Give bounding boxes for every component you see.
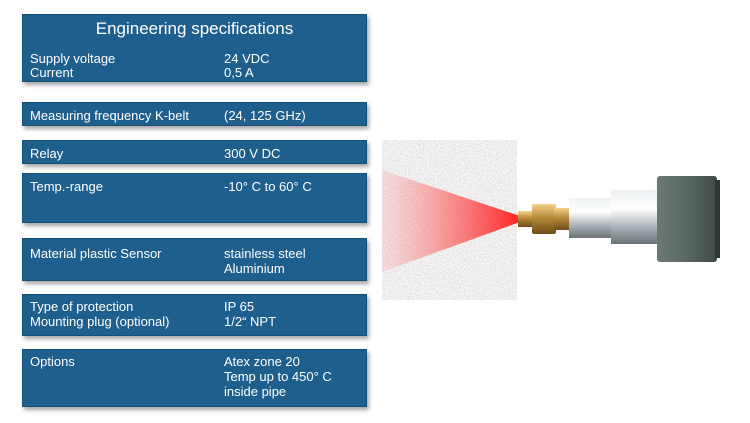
spec-panel-material: Material plastic Sensor stainless steel …: [22, 238, 367, 281]
housing-edge: [715, 180, 720, 258]
spec-panel-protection: Type of protection Mounting plug (option…: [22, 294, 367, 336]
options-label: Options: [30, 354, 75, 369]
protection-labels: Type of protection Mounting plug (option…: [30, 299, 169, 329]
material-values: stainless steel Aluminium: [224, 246, 306, 276]
brass-thread: [554, 208, 570, 230]
radar-beam: [382, 170, 520, 272]
frequency-label: Measuring frequency K-belt: [30, 108, 189, 123]
material-value-1: stainless steel: [224, 246, 306, 261]
mounting-plug-value: 1/2“ NPT: [224, 314, 277, 329]
spec-panel-options: Options Atex zone 20 Temp up to 450° C i…: [22, 349, 367, 407]
steel-shaft: [569, 198, 613, 238]
material-label: Material plastic Sensor: [30, 246, 162, 261]
power-labels: Supply voltage Current: [30, 52, 115, 80]
sensor-illustration: [382, 140, 720, 300]
supply-voltage-value: 24 VDC: [224, 51, 270, 66]
spec-panel-temp: Temp.-range -10° C to 60° C: [22, 173, 367, 223]
page-title: Engineering specifications: [95, 19, 294, 38]
temp-label: Temp.-range: [30, 179, 103, 194]
protection-values: IP 65 1/2“ NPT: [224, 299, 276, 329]
spec-panel-relay: Relay 300 V DC: [22, 140, 367, 164]
spec-panel-frequency: Measuring frequency K-belt (24, 125 GHz): [22, 102, 367, 126]
current-value: 0,5 A: [224, 65, 254, 80]
frequency-value: (24, 125 GHz): [224, 108, 306, 123]
steel-collar: [611, 190, 657, 244]
protection-type-label: Type of protection: [30, 299, 134, 314]
options-values: Atex zone 20 Temp up to 450° C inside pi…: [224, 354, 332, 399]
brass-nut: [532, 204, 556, 234]
current-label: Current: [30, 65, 74, 80]
option-value-3: inside pipe: [224, 384, 287, 399]
material-value-2: Aluminium: [224, 261, 285, 276]
protection-type-value: IP 65: [224, 299, 255, 314]
relay-label: Relay: [30, 146, 64, 161]
antenna-tip: [518, 211, 534, 227]
mounting-plug-label: Mounting plug (optional): [30, 314, 170, 329]
relay-value: 300 V DC: [224, 146, 281, 161]
option-value-2: Temp up to 450° C: [224, 369, 332, 384]
option-value-1: Atex zone 20: [224, 354, 300, 369]
spec-panel-power: Engineering specifications Supply voltag…: [22, 14, 367, 82]
power-values: 24 VDC 0,5 A: [224, 52, 270, 80]
temp-value: -10° C to 60° C: [224, 179, 312, 194]
supply-voltage-label: Supply voltage: [30, 51, 116, 66]
sensor-housing: [657, 176, 717, 262]
